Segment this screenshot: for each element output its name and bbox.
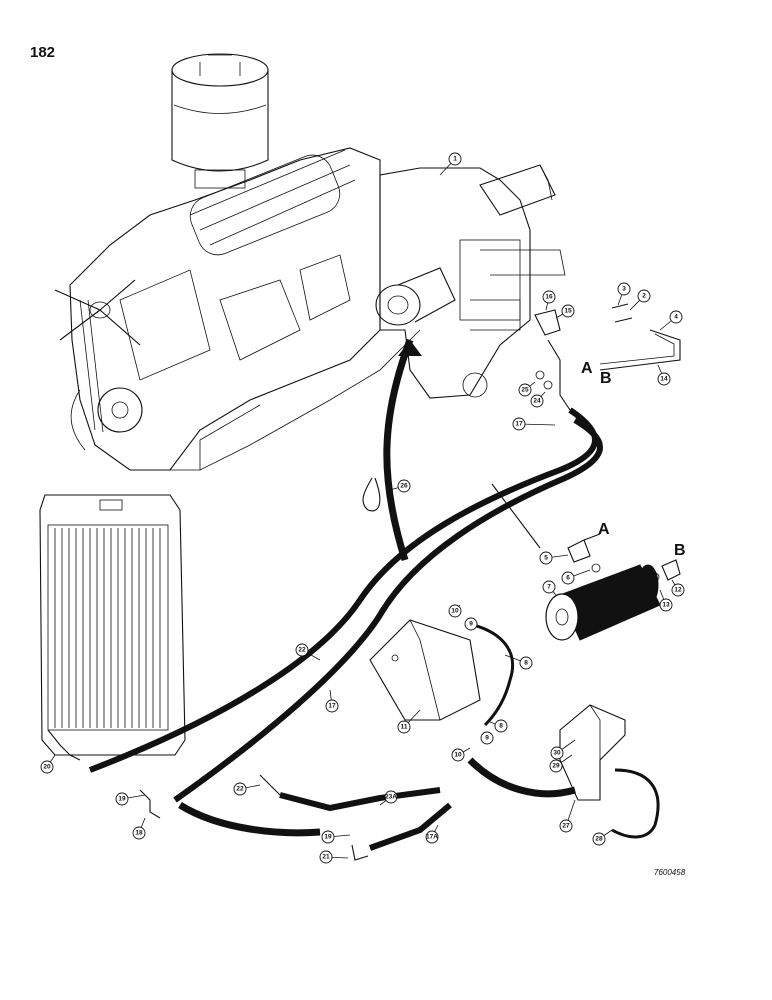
svg-text:16: 16 <box>545 294 553 301</box>
svg-text:28: 28 <box>595 836 603 843</box>
svg-text:8: 8 <box>499 723 503 730</box>
svg-text:26: 26 <box>400 483 408 490</box>
callout-7: 7 <box>542 580 556 594</box>
callout-8: 8 <box>519 656 533 670</box>
figure-code: 7600458 <box>654 868 686 877</box>
svg-text:9: 9 <box>469 621 473 628</box>
engine <box>54 147 421 471</box>
callout-24: 24 <box>530 394 544 408</box>
svg-text:1: 1 <box>453 156 457 163</box>
svg-text:22: 22 <box>298 647 306 654</box>
svg-text:9: 9 <box>485 735 489 742</box>
callout-3: 3 <box>617 282 631 296</box>
air-cleaner <box>171 53 269 189</box>
callout-8-lower: 8 <box>494 719 508 733</box>
callout-27: 27 <box>559 819 573 833</box>
svg-text:23A: 23A <box>385 794 397 801</box>
svg-text:17: 17 <box>328 703 336 710</box>
callout-22-lower: 22 <box>233 782 247 796</box>
callout-4: 4 <box>669 310 683 324</box>
hoses <box>88 338 660 851</box>
svg-text:12: 12 <box>674 587 682 594</box>
svg-text:21: 21 <box>322 854 330 861</box>
svg-text:27: 27 <box>562 823 570 830</box>
cooler-fittings <box>567 533 681 582</box>
callout-1: 1 <box>448 152 462 166</box>
callout-12: 12 <box>671 583 685 597</box>
callout-18: 18 <box>132 826 146 840</box>
callout-26: 26 <box>397 479 411 493</box>
callout-17a: 17A <box>425 830 439 844</box>
svg-text:13: 13 <box>662 602 670 609</box>
callout-16: 16 <box>542 290 556 304</box>
svg-text:30: 30 <box>553 750 561 757</box>
connection-label-b: B <box>600 370 612 387</box>
svg-text:4: 4 <box>674 314 678 321</box>
svg-text:10: 10 <box>454 752 462 759</box>
callout-2: 2 <box>637 289 651 303</box>
mounting-bracket-27 <box>559 704 626 801</box>
callout-9: 9 <box>464 617 478 631</box>
svg-text:6: 6 <box>566 575 570 582</box>
svg-text:14: 14 <box>660 376 668 383</box>
callout-10: 10 <box>448 604 462 618</box>
svg-text:22: 22 <box>236 786 244 793</box>
callout-13: 13 <box>659 598 673 612</box>
svg-text:15: 15 <box>564 308 572 315</box>
connection-label-a: A <box>581 360 593 377</box>
callout-30: 30 <box>550 746 564 760</box>
connection-label-b: B <box>674 542 686 559</box>
lower-fittings <box>47 729 369 861</box>
callout-21: 21 <box>319 850 333 864</box>
callout-19: 19 <box>115 792 129 806</box>
radiator <box>39 494 186 756</box>
transmission <box>379 164 566 399</box>
callout-28: 28 <box>592 832 606 846</box>
svg-text:18: 18 <box>135 830 143 837</box>
svg-text:2: 2 <box>642 293 646 300</box>
page-number: 182 <box>30 44 56 61</box>
callout-17: 17 <box>512 417 526 431</box>
callout-25: 25 <box>518 383 532 397</box>
callout-6: 6 <box>561 571 575 585</box>
svg-text:17: 17 <box>515 421 523 428</box>
svg-text:7: 7 <box>547 584 551 591</box>
svg-text:19: 19 <box>324 834 332 841</box>
callout-15: 15 <box>561 304 575 318</box>
callout-5: 5 <box>539 551 553 565</box>
svg-text:3: 3 <box>622 286 626 293</box>
svg-text:25: 25 <box>521 387 529 394</box>
mounting-bracket-11 <box>369 619 481 721</box>
callout-17-hose: 17 <box>325 699 339 713</box>
callout-10-lower: 10 <box>451 748 465 762</box>
svg-text:10: 10 <box>451 608 459 615</box>
callout-20: 20 <box>40 760 54 774</box>
svg-text:5: 5 <box>544 555 548 562</box>
callout-23a: 23A <box>384 790 398 804</box>
callout-19-lower: 19 <box>321 830 335 844</box>
callout-22: 22 <box>295 643 309 657</box>
svg-text:17A: 17A <box>426 834 438 841</box>
svg-text:11: 11 <box>401 724 408 731</box>
svg-text:19: 19 <box>118 796 126 803</box>
callout-9-lower: 9 <box>480 731 494 745</box>
svg-text:29: 29 <box>552 763 560 770</box>
svg-text:20: 20 <box>43 764 51 771</box>
callout-14: 14 <box>657 372 671 386</box>
callout-29: 29 <box>549 759 563 773</box>
callout-11: 11 <box>397 720 411 734</box>
leader-lines <box>46 158 679 859</box>
transmission-filter <box>375 267 456 326</box>
connection-label-a: A <box>598 521 610 538</box>
svg-text:24: 24 <box>533 398 541 405</box>
transmission-fittings <box>534 303 681 411</box>
svg-text:8: 8 <box>524 660 528 667</box>
